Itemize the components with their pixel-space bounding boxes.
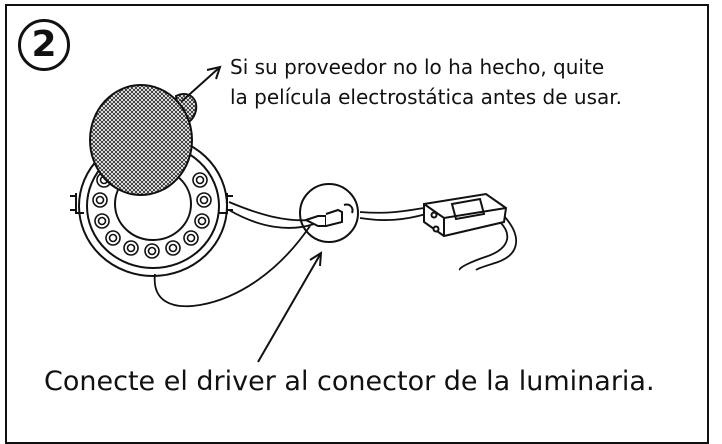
film-removal-note: Si su proveedor no lo ha hecho, quite la…	[230, 52, 670, 112]
note-arrow	[180, 65, 222, 103]
led-driver	[423, 192, 508, 238]
step-number-badge: 2	[18, 19, 70, 71]
note-line-1: Si su proveedor no lo ha hecho, quite	[230, 55, 605, 79]
connector-detail	[299, 183, 359, 243]
installation-illustration	[70, 65, 518, 363]
connector-arrow	[257, 251, 323, 363]
cables	[153, 201, 518, 308]
downlight-fixture	[70, 135, 233, 277]
connection-caption: Conecte el driver al conector de la lumi…	[44, 366, 655, 397]
note-line-2: la película electrostática antes de usar…	[230, 85, 622, 109]
